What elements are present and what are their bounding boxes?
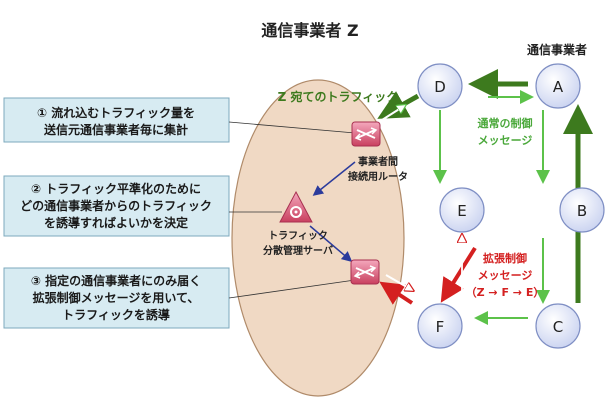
info-box-2-line1: ② トラフィック平準化のために xyxy=(31,181,201,196)
info-box-2-line2: どの通信事業者からのトラフィック xyxy=(20,198,212,213)
node-b: B xyxy=(559,187,605,233)
z-traffic-label: Z 宛てのトラフィック xyxy=(278,89,399,104)
info-box-1-line2: 送信元通信事業者毎に集計 xyxy=(43,122,188,137)
server-icon xyxy=(279,190,313,223)
node-a: A xyxy=(535,63,581,109)
normal-message-line2: メッセージ xyxy=(478,134,533,147)
info-box-1-line1: ① 流れ込むトラフィック量を xyxy=(37,105,195,120)
server-label-line1: トラフィック xyxy=(268,230,328,242)
info-box-2: ② トラフィック平準化のために どの通信事業者からのトラフィック を誘導すればよ… xyxy=(3,175,230,237)
extended-message-line3: （Z → F → E） xyxy=(466,286,545,299)
info-box-2-line3: を誘導すればよいかを決定 xyxy=(44,215,188,230)
normal-message-line1: 通常の制御 xyxy=(478,116,533,130)
node-e-label: E xyxy=(457,202,466,220)
node-c: C xyxy=(535,303,581,349)
info-box-3-line1: ③ 指定の通信事業者にのみ届く xyxy=(31,273,201,288)
server-arrows xyxy=(309,161,356,262)
node-f-label: F xyxy=(436,318,445,336)
node-f: F xyxy=(417,303,463,349)
operator-z-domain xyxy=(231,79,405,397)
leader-line-3 xyxy=(228,279,356,299)
node-b-label: B xyxy=(577,202,587,220)
info-box-3-line3: トラフィックを誘導 xyxy=(62,307,170,322)
node-e: E xyxy=(439,187,485,233)
node-d: D xyxy=(417,63,463,109)
operators-title: 通信事業者 xyxy=(527,42,587,57)
extended-message-line1: 拡張制御 xyxy=(483,251,527,265)
leader-line-1 xyxy=(228,121,356,134)
router-icon xyxy=(350,259,380,285)
router-label-line2: 接続用ルータ xyxy=(348,170,408,183)
router-icon xyxy=(351,121,381,147)
extended-message-arrows xyxy=(379,236,477,305)
info-box-3-line2: 拡張制御メッセージを用いて、 xyxy=(33,290,200,305)
node-c-label: C xyxy=(553,318,563,336)
normal-message-arrows xyxy=(433,90,550,325)
operator-z-title: 通信事業者 Z xyxy=(261,21,358,40)
info-box-1: ① 流れ込むトラフィック量を 送信元通信事業者毎に集計 xyxy=(3,97,230,143)
info-box-3: ③ 指定の通信事業者にのみ届く 拡張制御メッセージを用いて、 トラフィックを誘導 xyxy=(3,267,230,329)
extended-message-line2: メッセージ xyxy=(478,269,533,282)
node-d-label: D xyxy=(434,78,446,96)
router-label-line1: 事業者間 xyxy=(358,155,398,168)
node-a-label: A xyxy=(553,78,564,96)
server-label-line2: 分散管理サーバ xyxy=(263,244,333,257)
